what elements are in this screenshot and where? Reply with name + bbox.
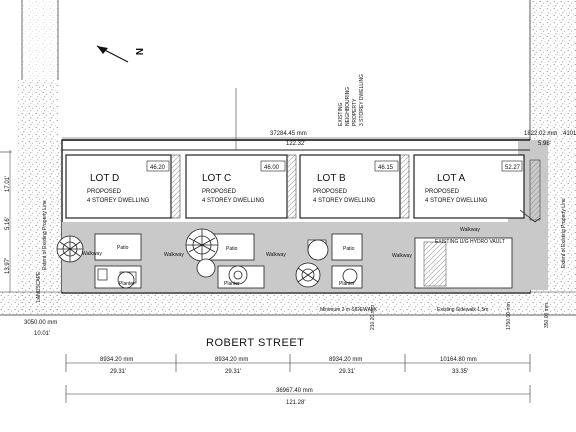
right-dim-val: 4101 [563, 131, 576, 137]
left-landscape-area [17, 80, 62, 312]
seg-4-ft: 33.35' [452, 369, 468, 375]
site-labels: Patio Patio Patio Walkway Walkway Walkwa… [36, 198, 567, 330]
lot-b-area: 46.15 [378, 165, 394, 171]
center-dim-label-1: 210.20 mm [370, 305, 376, 330]
total-dim-mm: 36967.40 mm [276, 388, 313, 394]
top-dim-ft: 122.32' [286, 141, 306, 147]
patio-b [331, 233, 363, 261]
seg-1-mm: 8934.20 mm [100, 357, 133, 363]
top-neighbour-area [58, 0, 530, 140]
lot-a-desc2: 4 STOREY DWELLING [425, 198, 488, 204]
landscape-label: LANDSCAPE [36, 271, 42, 302]
left-bottom-ft: 10.01' [34, 331, 50, 337]
right-pad [508, 218, 548, 290]
lot-d-area: 46.20 [150, 165, 166, 171]
lot-b-name: LOT B [317, 173, 346, 184]
neighbour-line-2: NEIGHBOURING [345, 87, 351, 126]
neighbour-line-1: EXISTING [338, 103, 344, 126]
lot-d-box [65, 154, 181, 219]
lot-c-desc2: 4 STOREY DWELLING [202, 198, 265, 204]
neighbour-line-4: 3 STOREY DWELLING [359, 74, 365, 126]
center-dim-label-2: 1750.00 mm [506, 302, 512, 330]
lot-b-box [299, 154, 410, 219]
top-dimension: 37284.45 mm 122.32' 1822.02 mm 4101 5.98… [62, 131, 576, 147]
left-bottom-mm: 3050.00 mm [24, 320, 57, 326]
walkway-d-label: Walkway [82, 251, 102, 257]
sidewalk-label: Existing Sidewalk 1.5m [437, 307, 488, 313]
planter-c-label: Planter [224, 281, 240, 287]
sidewalk-clear-label: Minimum 2 m SIDEWALK [320, 307, 378, 313]
patio-d-label: Patio [117, 245, 129, 251]
right-dim-ft: 5.98' [538, 141, 551, 147]
left-dim-3: 13.97' [5, 258, 11, 274]
walkway-b-label: Walkway [266, 252, 286, 258]
planter-d-label: Planter [119, 281, 135, 287]
lot-line-label-right: Extent of Existing Property Line [561, 198, 567, 268]
lot-c-name: LOT C [202, 173, 231, 184]
patio-b-label: Patio [343, 246, 355, 252]
walkway-top-label: Walkway [460, 227, 480, 233]
street-name: ROBERT STREET [206, 337, 304, 349]
patio-d [94, 233, 142, 261]
seg-2-ft: 29.31' [225, 369, 241, 375]
lot-labels: LOT D 46.20 PROPOSED 4 STOREY DWELLING L… [87, 165, 521, 204]
seg-1-ft: 29.31' [110, 369, 126, 375]
patio-c-label: Patio [226, 246, 238, 252]
lot-d-name: LOT D [90, 173, 119, 184]
lot-a-desc1: PROPOSED [425, 189, 460, 195]
lot-b-desc2: 4 STOREY DWELLING [313, 198, 376, 204]
lot-a-name: LOT A [437, 173, 465, 184]
walkway-a-label: Walkway [392, 253, 412, 259]
top-dim-mm: 37284.45 mm [270, 131, 307, 137]
total-dim-ft: 121.28' [286, 400, 306, 406]
lot-a-area: 52.27 [505, 165, 521, 171]
sidewalk-left-strip [0, 292, 576, 315]
hydro-slots [423, 241, 447, 287]
north-arrow: N [96, 45, 144, 63]
left-dim-2: 5.16' [5, 217, 11, 230]
lot-b-desc1: PROPOSED [313, 189, 348, 195]
walkway-c-label: Walkway [164, 252, 184, 258]
lot-line-label-left: Extent of Existing Property Line [42, 200, 48, 270]
lot-c-desc1: PROPOSED [202, 189, 237, 195]
neighbour-note: EXISTING NEIGHBOURING PROPERTY 3 STOREY … [235, 74, 365, 150]
seg-3-mm: 8934.20 mm [329, 357, 362, 363]
lot-d-desc1: PROPOSED [87, 189, 122, 195]
tree-icon [56, 228, 358, 289]
lot-c-area: 46.00 [264, 165, 280, 171]
neighbour-left-area [22, 0, 58, 80]
seg-2-mm: 8934.20 mm [215, 357, 248, 363]
seg-4-mm: 10164.80 mm [440, 357, 477, 363]
lot-c-box [185, 154, 297, 219]
neighbour-line-3: PROPERTY [352, 98, 358, 126]
lot-a-box [413, 154, 541, 223]
right-dim-label: 350.00 mm [544, 303, 550, 328]
planter-b-label: Planter [339, 281, 355, 287]
lot-d-desc2: 4 STOREY DWELLING [87, 198, 150, 204]
bottom-dim-labels: 8934.20 mm 29.31' 8934.20 mm 29.31' 8934… [100, 357, 477, 406]
left-dim-1: 17.01' [5, 176, 11, 192]
left-dimensions: 17.01' 5.16' 13.97' 3050.00 mm 10.01' [5, 150, 57, 337]
hydro-label: EXISTING U/G HYDRO VAULT [435, 239, 505, 245]
bottom-dimensions [65, 354, 531, 403]
seg-3-ft: 29.31' [339, 369, 355, 375]
north-label: N [133, 48, 144, 55]
right-dim-mm: 1822.02 mm [524, 131, 557, 137]
